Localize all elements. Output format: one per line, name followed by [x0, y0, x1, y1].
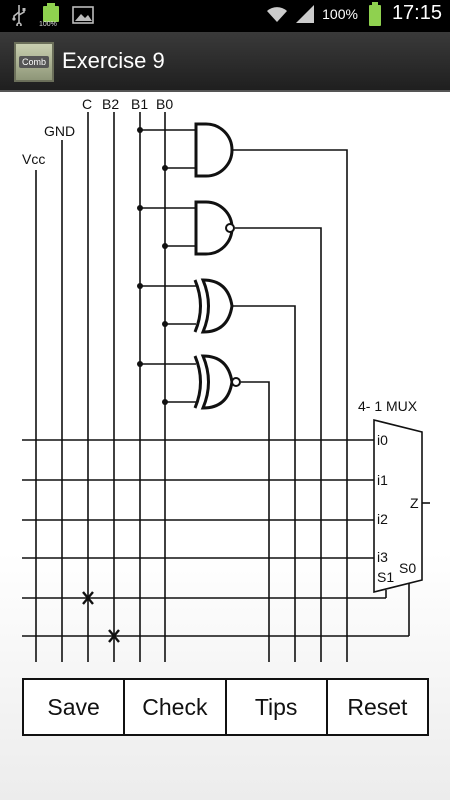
mux-input-i3: i3: [377, 549, 388, 565]
button-bar: Save Check Tips Reset: [22, 678, 429, 736]
mux-select-s1: S1: [377, 569, 394, 585]
c-label: C: [82, 96, 92, 112]
check-button[interactable]: Check: [125, 680, 227, 734]
status-bar: 100% 100% 17:15: [0, 0, 450, 32]
b2-label: B2: [102, 96, 119, 112]
mux-input-i0: i0: [377, 432, 388, 448]
connection-marker[interactable]: [82, 591, 94, 605]
circuit-diagram[interactable]: Vcc GND C B2 B1 B0 4- 1 MUX i0 i1 i2 i3 …: [0, 92, 450, 800]
reset-button[interactable]: Reset: [347, 693, 408, 720]
b1-label: B1: [131, 96, 148, 112]
page-title: Exercise 9: [62, 48, 165, 73]
gnd-label: GND: [44, 123, 75, 139]
mux-select-s0: S0: [399, 560, 416, 576]
connection-marker[interactable]: [108, 629, 120, 643]
usb-icon: [8, 4, 30, 26]
and-gate[interactable]: [194, 122, 234, 178]
mux-input-i1: i1: [377, 472, 388, 488]
battery-small-icon: 100%: [39, 3, 62, 28]
mux-input-i2: i2: [377, 511, 388, 527]
image-icon: [72, 4, 94, 26]
mux-block[interactable]: [373, 418, 423, 594]
tips-button[interactable]: Tips: [227, 680, 328, 734]
battery-small-text: 100%: [39, 21, 57, 28]
mux-title: 4- 1 MUX: [358, 398, 418, 414]
vcc-label: Vcc: [22, 151, 45, 167]
xnor-gate[interactable]: [200, 354, 234, 410]
xnor-gate-bubble: [231, 377, 241, 387]
nand-gate-bubble: [225, 223, 235, 233]
clock: 17:15: [391, 2, 442, 24]
action-bar: Comb Exercise 9: [0, 32, 450, 92]
mux-output-z: Z: [410, 495, 419, 511]
xor-gate[interactable]: [200, 278, 234, 334]
save-button[interactable]: Save: [24, 680, 126, 734]
b0-label: B0: [156, 96, 173, 112]
app-icon-label: Comb: [18, 56, 49, 68]
app-icon[interactable]: Comb: [14, 42, 54, 82]
wifi-icon: [266, 3, 288, 25]
signal-icon: [294, 3, 316, 25]
battery-percent: 100%: [322, 5, 358, 22]
battery-icon: [364, 1, 386, 26]
